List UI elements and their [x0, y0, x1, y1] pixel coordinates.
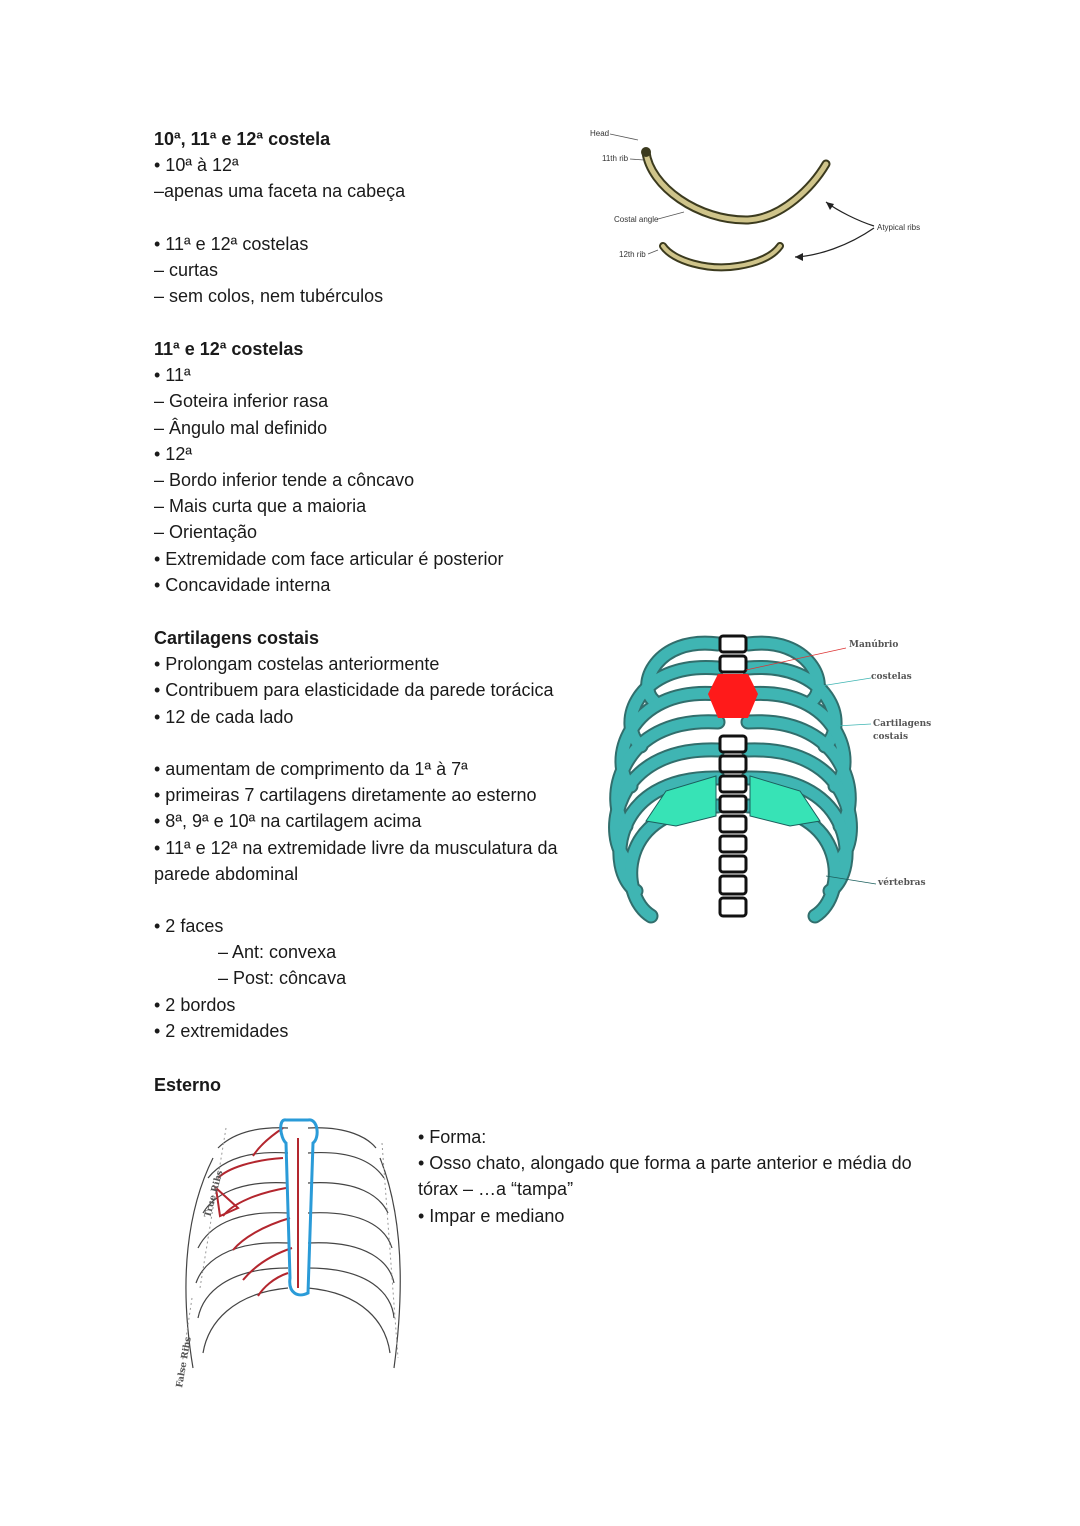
sub-line: – Post: côncava [218, 968, 347, 989]
blank-line [154, 730, 558, 756]
text-line: • 11ª e 12ª costelas [154, 233, 309, 254]
text-line: • 2 bordos [154, 994, 236, 1015]
text-line: • 8ª, 9ª e 10ª na cartilagem acima [154, 811, 422, 832]
label-11th-rib: 11th rib [602, 154, 629, 163]
section-heading: Esterno [154, 1075, 222, 1095]
text-line: – curtas [154, 259, 219, 280]
label-12th-rib: 12th rib [619, 250, 646, 259]
section-heading: 10ª, 11ª e 12ª costela [154, 129, 331, 149]
sternum-figure: True Ribs False Ribs [158, 1098, 408, 1398]
text-line: • 12ª [154, 443, 192, 464]
label-costal-angle: Costal angle [614, 215, 659, 224]
text-line: • 11ª [154, 365, 191, 386]
label-costelas: costelas [871, 672, 912, 682]
manubrium-highlight [708, 674, 758, 718]
section-esterno-heading: Esterno [154, 1072, 221, 1098]
text-line: parede abdominal [154, 863, 299, 884]
text-line: • 11ª e 12ª na extremidade livre da musc… [154, 837, 558, 858]
section-cartilagens-costais: Cartilagens costais • Prolongam costelas… [154, 625, 558, 1044]
section-esterno-text: • Forma: • Osso chato, alongado que form… [418, 1124, 928, 1229]
label-false-ribs: False Ribs [175, 1336, 194, 1388]
text-line: • aumentam de comprimento da 1ª à 7ª [154, 758, 468, 779]
text-line: • 10ª à 12ª [154, 155, 239, 176]
text-line: • primeiras 7 cartilagens diretamente ao… [154, 785, 537, 806]
section-11-12-costelas: 11ª e 12ª costelas • 11ª – Goteira infer… [154, 336, 503, 598]
section-heading: 11ª e 12ª costelas [154, 339, 304, 359]
text-line: • Impar e mediano [418, 1205, 565, 1226]
atypical-ribs-figure: Head 11th rib Costal angle 12th rib Atyp… [588, 126, 928, 281]
text-line: – Orientação [154, 522, 258, 543]
blank-line [154, 205, 405, 231]
text-line: • Extremidade com face articular é poste… [154, 548, 504, 569]
section-heading: Cartilagens costais [154, 628, 320, 648]
text-line: • Osso chato, alongado que forma a parte… [418, 1153, 912, 1200]
label-cartilagens: Cartilagens [873, 719, 931, 729]
text-line: • Contribuem para elasticidade da parede… [154, 680, 554, 701]
text-line: • Forma: [418, 1127, 487, 1147]
label-manubrio: Manúbrio [849, 639, 898, 650]
text-line: – Bordo inferior tende a côncavo [154, 469, 415, 490]
text-line: – Goteira inferior rasa [154, 391, 329, 412]
label-head: Head [590, 129, 609, 138]
text-line: • 2 extremidades [154, 1020, 289, 1041]
text-line: –apenas uma faceta na cabeça [154, 181, 406, 202]
sub-line: – Ant: convexa [218, 942, 337, 963]
label-vertebras: vértebras [877, 877, 926, 888]
thoracic-cage-figure: Manúbrio costelas Cartilagens costais vé… [596, 626, 931, 938]
text-line: – Ângulo mal definido [154, 417, 328, 438]
text-line: • Concavidade interna [154, 574, 331, 595]
section-10-11-12-costela: 10ª, 11ª e 12ª costela • 10ª à 12ª –apen… [154, 126, 405, 309]
label-costais: costais [873, 732, 908, 742]
label-atypical-ribs: Atypical ribs [877, 223, 920, 232]
text-line: • 12 de cada lado [154, 706, 294, 727]
text-line: – sem colos, nem tubérculos [154, 286, 384, 307]
text-line: – Mais curta que a maioria [154, 496, 367, 517]
blank-line [154, 887, 558, 913]
text-line: • Prolongam costelas anteriormente [154, 654, 440, 675]
text-line: • 2 faces [154, 916, 224, 937]
